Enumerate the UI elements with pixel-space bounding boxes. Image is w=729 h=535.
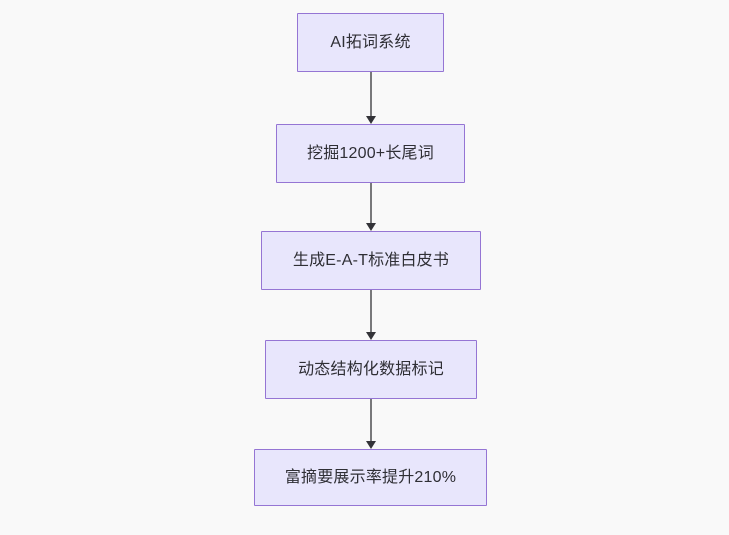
node-label: AI拓词系统 <box>330 33 411 51</box>
edge-line <box>370 290 372 333</box>
edge-n1-n2 <box>366 72 376 124</box>
node-label: 挖掘1200+长尾词 <box>307 144 434 162</box>
node-label: 动态结构化数据标记 <box>298 360 444 378</box>
arrowhead-icon <box>366 116 376 124</box>
node-label: 富摘要展示率提升210% <box>284 468 457 486</box>
flowchart-node-ai-keyword-system[interactable]: AI拓词系统 <box>297 13 444 72</box>
edge-line <box>370 183 372 224</box>
edge-line <box>370 72 372 117</box>
flowchart-node-dynamic-structured-data-markup[interactable]: 动态结构化数据标记 <box>265 340 477 399</box>
arrowhead-icon <box>366 223 376 231</box>
arrowhead-icon <box>366 441 376 449</box>
flowchart-node-generate-eat-whitepaper[interactable]: 生成E-A-T标准白皮书 <box>261 231 481 290</box>
edge-n3-n4 <box>366 290 376 340</box>
flowchart-node-mine-longtail-keywords[interactable]: 挖掘1200+长尾词 <box>276 124 465 183</box>
edge-n4-n5 <box>366 399 376 449</box>
edge-n2-n3 <box>366 183 376 231</box>
node-label: 生成E-A-T标准白皮书 <box>292 251 450 269</box>
edge-line <box>370 399 372 442</box>
arrowhead-icon <box>366 332 376 340</box>
flowchart-node-rich-snippet-impression-lift[interactable]: 富摘要展示率提升210% <box>254 449 487 506</box>
